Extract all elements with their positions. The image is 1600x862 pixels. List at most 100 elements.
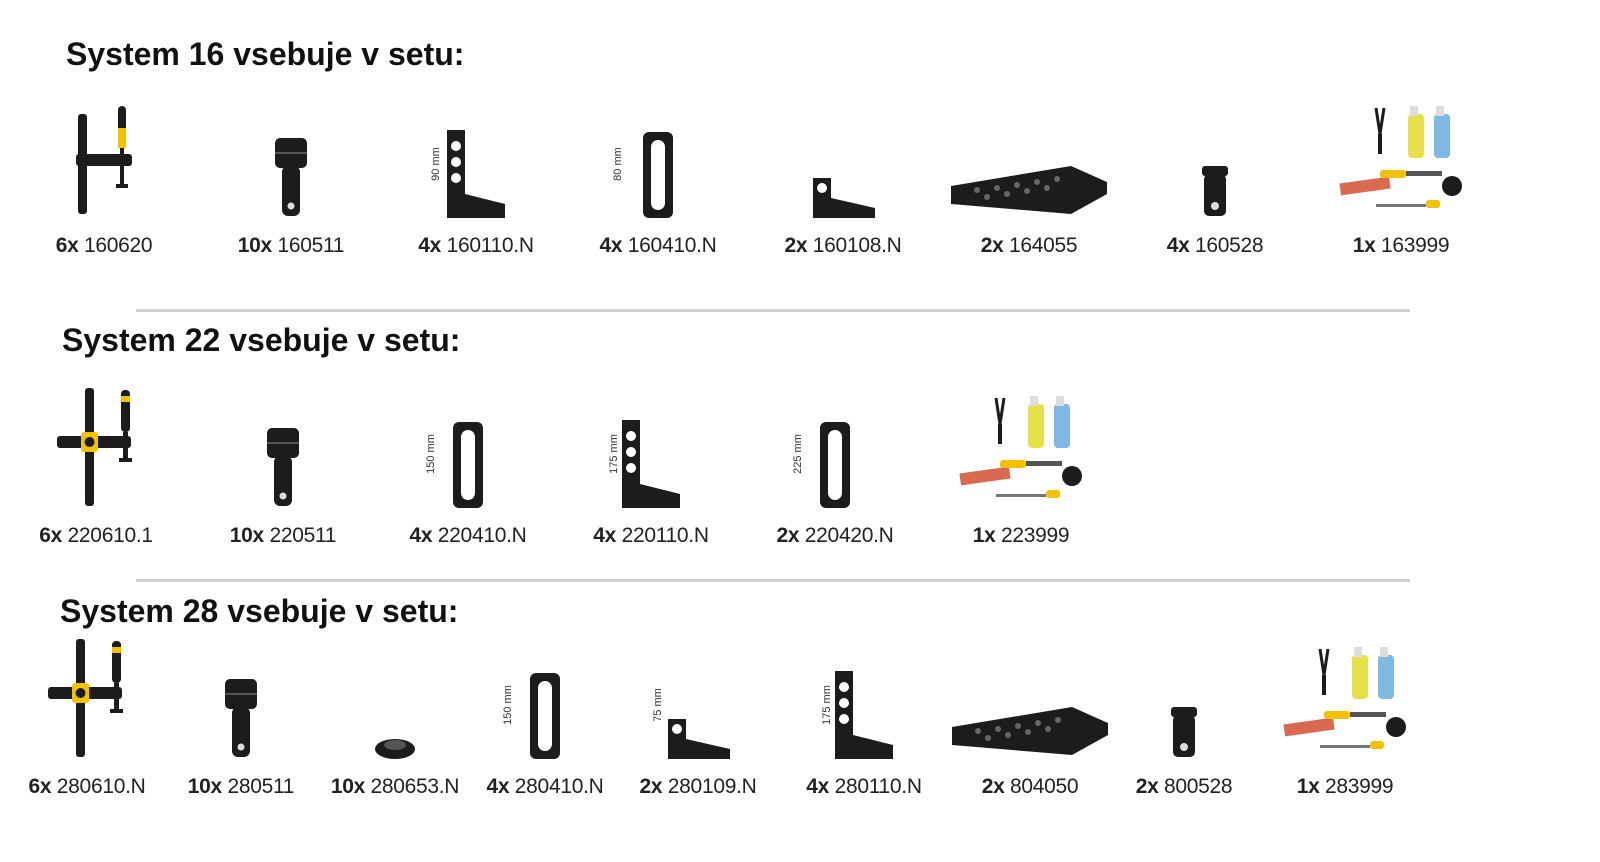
- product-label: 2x 220420.N: [750, 524, 920, 548]
- product-code: 280610.N: [51, 775, 146, 798]
- dimension-label: 175 mm: [607, 434, 620, 474]
- bolt-icon: [206, 90, 376, 220]
- quantity: 10x: [229, 524, 264, 547]
- product-code: 160620: [78, 234, 153, 257]
- product-item: 4x 160528: [1130, 90, 1300, 258]
- product-item: 10x 280511: [156, 631, 326, 799]
- product-label: 4x 280410.N: [460, 775, 630, 799]
- product-code: 160528: [1189, 234, 1264, 257]
- quantity: 6x: [28, 775, 52, 798]
- clamp-icon: [19, 90, 189, 220]
- product-code: 804050: [1004, 775, 1079, 798]
- nut-icon: [310, 631, 480, 761]
- product-label: 2x 160108.N: [758, 234, 928, 258]
- product-item: 1x 223999: [936, 380, 1106, 548]
- product-item: 10x 160511: [206, 90, 376, 258]
- quantity: 6x: [55, 234, 79, 257]
- product-label: 6x 220610.1: [11, 524, 181, 548]
- product-item: 80 mm 4x 160410.N: [573, 90, 743, 258]
- bolt-icon: [156, 631, 326, 761]
- product-label: 1x 283999: [1260, 775, 1430, 799]
- product-label: 10x 280511: [156, 775, 326, 799]
- product-code: 280653.N: [364, 775, 460, 798]
- quantity: 10x: [237, 234, 272, 257]
- product-item: 2x 804050: [945, 631, 1115, 799]
- product-item: 6x 160620: [19, 90, 189, 258]
- angle-icon: 175 mm: [779, 631, 949, 761]
- dimension-label: 175 mm: [820, 685, 833, 725]
- small-angle-icon: [758, 90, 928, 220]
- plate-icon: [944, 90, 1114, 220]
- quantity: 2x: [1135, 775, 1159, 798]
- product-code: 220420.N: [799, 524, 894, 547]
- quantity: 4x: [486, 775, 510, 798]
- quantity: 2x: [980, 234, 1004, 257]
- quantity: 4x: [806, 775, 830, 798]
- product-label: 4x 280110.N: [779, 775, 949, 799]
- section-title: System 22 vsebuje v setu:: [62, 322, 461, 358]
- product-item: 1x 163999: [1316, 90, 1486, 258]
- product-item: 150 mm 4x 280410.N: [460, 631, 630, 799]
- section-divider: [136, 309, 1410, 312]
- dimension-label: 80 mm: [611, 147, 624, 181]
- cross-clamp-icon: [2, 631, 172, 761]
- slot-plate-icon: 80 mm: [573, 90, 743, 220]
- product-label: 6x 160620: [19, 234, 189, 258]
- product-code: 220511: [263, 524, 337, 547]
- quantity: 4x: [418, 234, 442, 257]
- section-title: System 16 vsebuje v setu:: [66, 36, 465, 72]
- bushing-icon: [1099, 631, 1269, 761]
- quantity: 10x: [187, 775, 222, 798]
- product-code: 220610.1: [62, 524, 154, 547]
- product-code: 160108.N: [807, 234, 902, 257]
- product-label: 1x 163999: [1316, 234, 1486, 258]
- quantity: 4x: [593, 524, 617, 547]
- product-code: 280110.N: [829, 775, 922, 798]
- section-title: System 28 vsebuje v setu:: [60, 593, 459, 629]
- product-item: 6x 280610.N: [2, 631, 172, 799]
- angle-icon: 90 mm: [391, 90, 561, 220]
- product-item: 75 mm 2x 280109.N: [613, 631, 783, 799]
- kit-icon: [936, 380, 1106, 510]
- product-code: 280410.N: [509, 775, 604, 798]
- quantity: 4x: [599, 234, 623, 257]
- product-item: 6x 220610.1: [11, 380, 181, 548]
- product-code: 160511: [271, 234, 345, 257]
- product-label: 4x 160528: [1130, 234, 1300, 258]
- product-item: 1x 283999: [1260, 631, 1430, 799]
- quantity: 2x: [776, 524, 800, 547]
- product-item: 2x 160108.N: [758, 90, 928, 258]
- product-label: 10x 160511: [206, 234, 376, 258]
- bolt-icon: [198, 380, 368, 510]
- slot-plate-icon: 150 mm: [383, 380, 553, 510]
- kit-icon: [1316, 90, 1486, 220]
- product-item: 2x 164055: [944, 90, 1114, 258]
- small-angle-icon: 75 mm: [613, 631, 783, 761]
- product-item: 225 mm 2x 220420.N: [750, 380, 920, 548]
- product-label: 10x 220511: [198, 524, 368, 548]
- quantity: 1x: [1352, 234, 1376, 257]
- quantity: 2x: [784, 234, 808, 257]
- dimension-label: 150 mm: [501, 685, 514, 725]
- product-label: 2x 280109.N: [613, 775, 783, 799]
- product-item: 175 mm 4x 280110.N: [779, 631, 949, 799]
- product-code: 283999: [1319, 775, 1394, 798]
- product-code: 220410.N: [432, 524, 527, 547]
- product-label: 2x 164055: [944, 234, 1114, 258]
- cross-clamp-icon: [11, 380, 181, 510]
- product-code: 163999: [1375, 234, 1450, 257]
- product-code: 800528: [1158, 775, 1233, 798]
- plate-icon: [945, 631, 1115, 761]
- product-label: 10x 280653.N: [310, 775, 480, 799]
- product-item: 10x 280653.N: [310, 631, 480, 799]
- slot-plate-icon: 150 mm: [460, 631, 630, 761]
- product-label: 2x 804050: [945, 775, 1115, 799]
- slot-plate-icon: 225 mm: [750, 380, 920, 510]
- dimension-label: 75 mm: [651, 688, 664, 722]
- product-item: 10x 220511: [198, 380, 368, 548]
- product-label: 4x 160410.N: [573, 234, 743, 258]
- product-item: 2x 800528: [1099, 631, 1269, 799]
